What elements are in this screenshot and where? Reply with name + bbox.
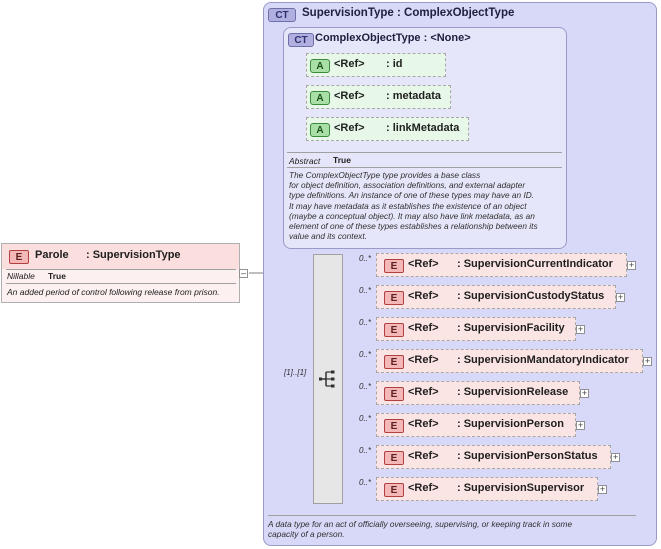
complex-object-type-title: ComplexObjectType : <None> <box>315 32 471 44</box>
supervision-type-title: SupervisionType : ComplexObjectType <box>302 7 515 19</box>
element-multiplicity: 0..* <box>359 446 372 455</box>
element-name: : SupervisionPerson <box>457 418 564 430</box>
element-icon: E <box>9 250 29 264</box>
element-icon: E <box>384 483 404 497</box>
expand-icon[interactable]: + <box>643 356 652 366</box>
element-icon: E <box>384 419 404 433</box>
element-supervision-custody-status[interactable]: E <Ref> : SupervisionCustodyStatus <box>376 285 616 309</box>
element-name: : SupervisionFacility <box>457 322 565 334</box>
divider <box>268 515 636 516</box>
root-element-doc: An added period of control following rel… <box>7 287 220 297</box>
expand-icon[interactable]: + <box>616 292 625 302</box>
element-name: : SupervisionRelease <box>457 386 569 398</box>
expand-icon[interactable]: + <box>576 324 585 334</box>
element-icon: E <box>384 387 404 401</box>
element-multiplicity: 0..* <box>359 286 372 295</box>
attribute-ref: <Ref> <box>334 58 365 70</box>
element-multiplicity: 0..* <box>359 414 372 423</box>
element-multiplicity: 0..* <box>359 350 372 359</box>
element-name: : SupervisionMandatoryIndicator <box>457 354 629 366</box>
element-multiplicity: 0..* <box>359 318 372 327</box>
attribute-id[interactable]: A <Ref> : id <box>306 53 446 77</box>
expand-icon[interactable]: + <box>611 452 620 462</box>
attribute-name: : id <box>386 58 403 70</box>
element-multiplicity: 0..* <box>359 382 372 391</box>
abstract-label: Abstract <box>289 156 321 166</box>
element-ref: <Ref> <box>408 258 439 270</box>
nillable-value: True <box>48 271 66 281</box>
element-ref: <Ref> <box>408 450 439 462</box>
element-supervision-mandatory-indicator[interactable]: E <Ref> : SupervisionMandatoryIndicator <box>376 349 643 373</box>
root-element-name: Parole <box>35 249 69 261</box>
attribute-name: : linkMetadata <box>386 122 460 134</box>
divider <box>287 152 562 153</box>
element-ref: <Ref> <box>408 354 439 366</box>
divider <box>6 283 236 284</box>
attribute-icon: A <box>310 91 330 105</box>
expand-icon[interactable]: + <box>598 484 607 494</box>
element-ref: <Ref> <box>408 386 439 398</box>
divider <box>6 269 236 270</box>
element-ref: <Ref> <box>408 482 439 494</box>
element-supervision-facility[interactable]: E <Ref> : SupervisionFacility <box>376 317 576 341</box>
nillable-label: Nillable <box>7 271 35 281</box>
element-icon: E <box>384 291 404 305</box>
attribute-ref: <Ref> <box>334 122 365 134</box>
root-element-box[interactable]: E Parole : SupervisionType Nillable True… <box>1 243 240 303</box>
element-supervision-current-indicator[interactable]: E <Ref> : SupervisionCurrentIndicator <box>376 253 627 277</box>
element-multiplicity: 0..* <box>359 478 372 487</box>
abstract-value: True <box>333 155 351 165</box>
attribute-icon: A <box>310 123 330 137</box>
complex-type-icon: CT <box>268 8 296 22</box>
sequence-icon <box>319 370 335 388</box>
element-name: : SupervisionSupervisor <box>457 482 585 494</box>
attribute-link-metadata[interactable]: A <Ref> : linkMetadata <box>306 117 469 141</box>
expand-icon[interactable]: + <box>576 420 585 430</box>
expand-icon[interactable]: + <box>580 388 589 398</box>
attribute-ref: <Ref> <box>334 90 365 102</box>
complex-object-type-doc: The ComplexObjectType type provides a ba… <box>289 170 538 242</box>
element-supervision-supervisor[interactable]: E <Ref> : SupervisionSupervisor <box>376 477 598 501</box>
element-ref: <Ref> <box>408 418 439 430</box>
element-supervision-release[interactable]: E <Ref> : SupervisionRelease <box>376 381 580 405</box>
attribute-metadata[interactable]: A <Ref> : metadata <box>306 85 451 109</box>
divider <box>287 167 562 168</box>
sequence-multiplicity: [1]..[1] <box>284 368 307 377</box>
element-icon: E <box>384 451 404 465</box>
element-icon: E <box>384 259 404 273</box>
element-icon: E <box>384 323 404 337</box>
element-supervision-person-status[interactable]: E <Ref> : SupervisionPersonStatus <box>376 445 611 469</box>
expand-icon[interactable]: + <box>627 260 636 270</box>
root-element-type: : SupervisionType <box>86 249 181 261</box>
element-multiplicity: 0..* <box>359 254 372 263</box>
attribute-icon: A <box>310 59 330 73</box>
element-name: : SupervisionCustodyStatus <box>457 290 605 302</box>
attribute-name: : metadata <box>386 90 442 102</box>
supervision-type-doc: A data type for an act of officially ove… <box>268 519 573 540</box>
collapse-toggle[interactable]: – <box>239 268 248 278</box>
element-supervision-person[interactable]: E <Ref> : SupervisionPerson <box>376 413 576 437</box>
element-ref: <Ref> <box>408 322 439 334</box>
element-icon: E <box>384 355 404 369</box>
element-ref: <Ref> <box>408 290 439 302</box>
element-name: : SupervisionCurrentIndicator <box>457 258 613 270</box>
element-name: : SupervisionPersonStatus <box>457 450 598 462</box>
complex-type-icon: CT <box>288 33 314 47</box>
